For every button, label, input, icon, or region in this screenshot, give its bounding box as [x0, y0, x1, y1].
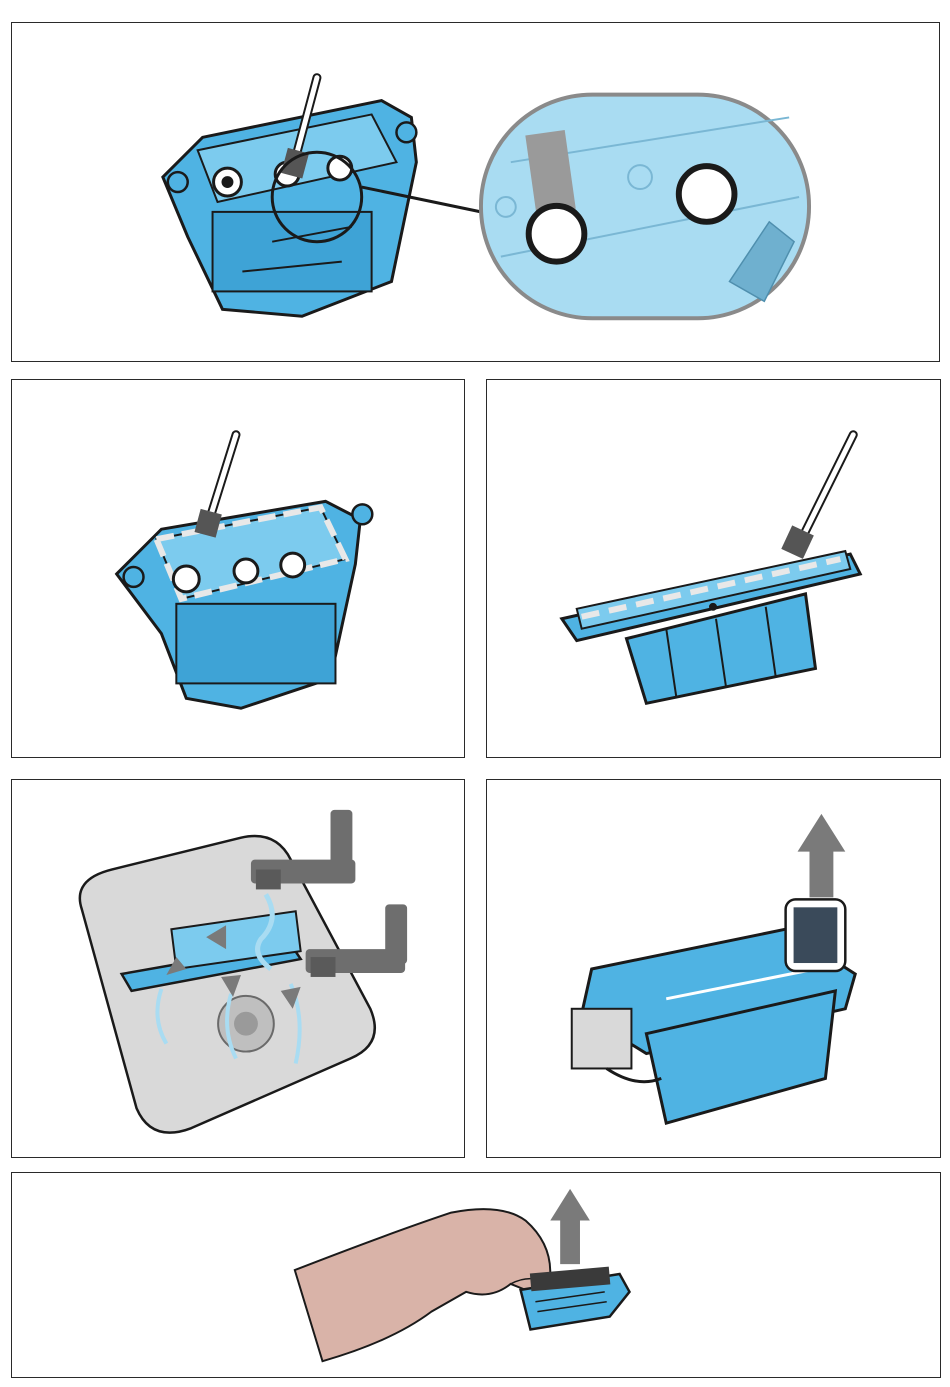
panel-clean-lid-edge — [486, 379, 941, 758]
brush-cleaning-housing-icon — [12, 380, 464, 757]
filter-illustration — [521, 1267, 630, 1330]
housing-illustration — [163, 101, 417, 317]
brush-cleaning-lid-icon — [487, 380, 940, 757]
hand-pulling-filter-icon — [12, 1173, 940, 1377]
panel-clean-upper-edge — [11, 379, 465, 758]
panel-remove-filter — [486, 779, 941, 1158]
up-arrow-icon — [798, 814, 846, 898]
unit-illustration — [572, 899, 855, 1123]
housing-illustration — [117, 501, 373, 708]
brush-icon — [781, 435, 853, 559]
brush-with-magnified-seal-icon — [12, 23, 939, 361]
filter-removal-arrow-icon — [487, 780, 940, 1157]
faucet-rinse-icon — [12, 780, 464, 1157]
hand-illustration — [295, 1209, 550, 1361]
magnified-detail — [481, 95, 809, 319]
panel-pull-out-filter — [11, 1172, 941, 1378]
lid-illustration — [562, 551, 860, 703]
panel-rinse-under-tap — [11, 779, 465, 1158]
up-arrow-icon — [550, 1189, 590, 1264]
panel-clean-seals — [11, 22, 940, 362]
